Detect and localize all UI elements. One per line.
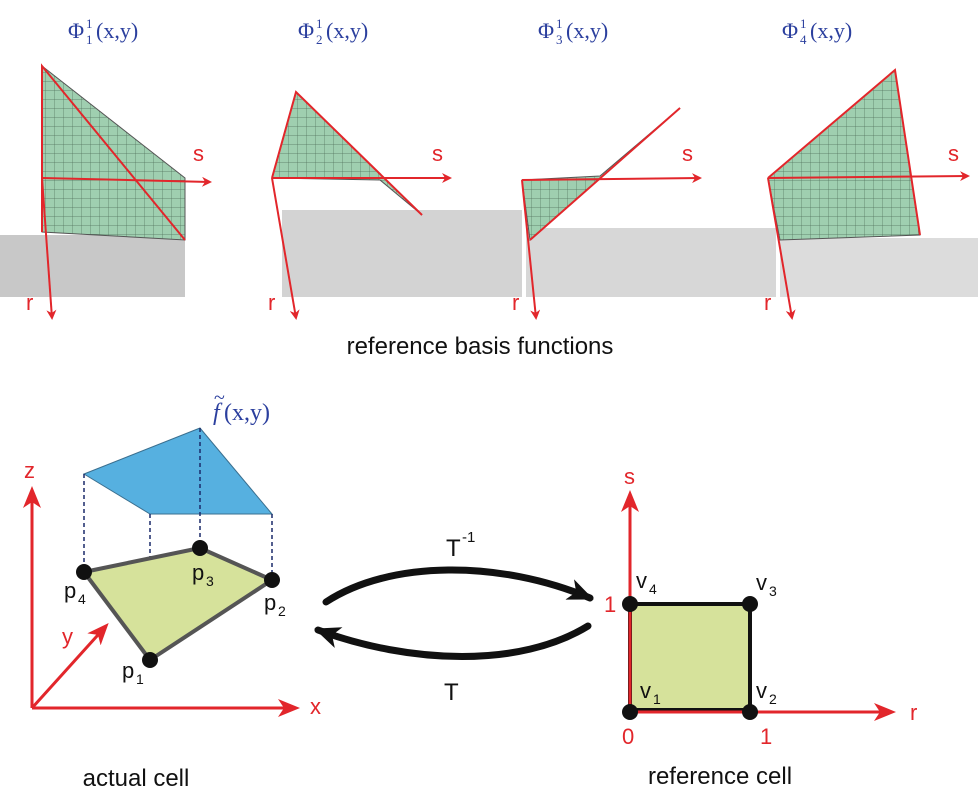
basis-4-sub: 4 xyxy=(800,32,807,47)
basis-3-sup: 1 xyxy=(556,16,563,31)
basis-4-s-axis xyxy=(767,171,970,182)
basis-4-args: (x,y) xyxy=(810,18,852,43)
reference-cell-caption: reference cell xyxy=(648,763,792,790)
basis-1-edges xyxy=(41,63,186,241)
x-axis-label: x xyxy=(310,694,321,719)
basis-4-phi: Φ xyxy=(782,18,798,43)
function-tilde: ~ xyxy=(214,387,225,409)
basis-3-args: (x,y) xyxy=(566,18,608,43)
basis-3-s-axis xyxy=(521,173,702,184)
r-one-tick-label: 1 xyxy=(760,724,772,749)
forward-transform-arrow xyxy=(314,622,592,660)
basis-2-surface xyxy=(271,91,423,216)
basis-1-phi: Φ xyxy=(68,18,84,43)
v3-sub: 3 xyxy=(769,583,777,599)
basis-3-edges xyxy=(529,107,681,241)
basis-2-sub: 2 xyxy=(316,32,323,47)
basis-4-r-axis xyxy=(767,177,796,320)
function-label: f xyxy=(213,400,223,426)
basis-3-s-label: s xyxy=(682,141,693,166)
basis-4-surface xyxy=(767,69,921,241)
v3-label: v xyxy=(756,570,767,595)
basis-1-args: (x,y) xyxy=(96,18,138,43)
top-caption: reference basis functions xyxy=(347,333,614,360)
v3-point xyxy=(742,596,758,612)
basis-4-edges xyxy=(767,68,921,236)
p3-sub: 3 xyxy=(206,573,214,589)
v1-label: v xyxy=(640,678,651,703)
v4-point xyxy=(622,596,638,612)
p1-sub: 1 xyxy=(136,671,144,687)
p1-label: p xyxy=(122,658,134,683)
basis-2-r-label: r xyxy=(268,290,275,315)
v1-point xyxy=(622,704,638,720)
reference-cell-square xyxy=(628,602,752,712)
z-axis-label: z xyxy=(24,458,35,483)
p1-point xyxy=(142,652,158,668)
v2-point xyxy=(742,704,758,720)
basis-1-r-label: r xyxy=(26,290,33,315)
p3-point xyxy=(192,540,208,556)
basis-1-sup: 1 xyxy=(86,16,93,31)
basis-1-s-axis xyxy=(41,176,212,187)
basis-4-r-label: r xyxy=(764,290,771,315)
basis-panel-1: Φ 1 1 (x,y) s r xyxy=(0,16,212,320)
basis-panel-2: Φ 1 2 (x,y) s r xyxy=(268,16,522,320)
p2-point xyxy=(264,572,280,588)
p2-label: p xyxy=(264,590,276,615)
v4-sub: 4 xyxy=(649,581,657,597)
actual-cell-caption: actual cell xyxy=(83,765,190,792)
inverse-transform-sup: -1 xyxy=(462,529,475,546)
basis-4-shadow xyxy=(780,238,978,297)
inverse-transform-label: T xyxy=(446,535,461,562)
basis-2-s-label: s xyxy=(432,141,443,166)
forward-transform-label: T xyxy=(444,679,459,706)
basis-1-shadow xyxy=(0,235,185,297)
inverse-transform-arrow xyxy=(322,566,594,606)
p3-label: p xyxy=(192,560,204,585)
mapping-arrows: T -1 T xyxy=(314,529,594,706)
function-args: (x,y) xyxy=(224,400,270,426)
function-surface xyxy=(82,427,274,515)
v1-sub: 1 xyxy=(653,691,661,707)
y-axis xyxy=(30,623,109,710)
actual-cell-quad xyxy=(82,546,274,662)
p4-label: p xyxy=(64,578,76,603)
s-one-tick-label: 1 xyxy=(604,592,616,617)
p2-sub: 2 xyxy=(278,603,286,619)
actual-cell-figure: x z y p 1 p 2 p 3 p 4 f ~ (x,y) actual c… xyxy=(23,387,321,792)
basis-2-edges xyxy=(271,90,423,216)
v2-sub: 2 xyxy=(769,691,777,707)
v4-label: v xyxy=(636,568,647,593)
s-axis-label: s xyxy=(624,464,635,489)
basis-2-r-axis xyxy=(271,177,300,320)
basis-3-r-axis xyxy=(521,179,541,320)
basis-3-shadow xyxy=(526,228,776,297)
basis-3-phi: Φ xyxy=(538,18,554,43)
basis-1-sub: 1 xyxy=(86,32,93,47)
reference-cell-figure: r s v 1 v 2 v 3 v 4 0 1 1 reference cell xyxy=(604,464,917,790)
p4-sub: 4 xyxy=(78,591,86,607)
basis-4-sup: 1 xyxy=(800,16,807,31)
basis-1-s-label: s xyxy=(193,141,204,166)
basis-panel-3: Φ 1 3 (x,y) s r xyxy=(512,16,776,320)
y-axis-label: y xyxy=(62,624,73,649)
basis-2-args: (x,y) xyxy=(326,18,368,43)
p4-point xyxy=(76,564,92,580)
v2-label: v xyxy=(756,678,767,703)
basis-1-r-axis xyxy=(41,177,57,320)
basis-3-r-label: r xyxy=(512,290,519,315)
r-axis-label: r xyxy=(910,700,917,725)
basis-2-shadow xyxy=(282,210,522,297)
basis-2-phi: Φ xyxy=(298,18,314,43)
origin-tick-label: 0 xyxy=(622,724,634,749)
basis-4-s-label: s xyxy=(948,141,959,166)
basis-panel-4: Φ 1 4 (x,y) s r xyxy=(764,16,978,320)
basis-3-sub: 3 xyxy=(556,32,563,47)
basis-2-sup: 1 xyxy=(316,16,323,31)
